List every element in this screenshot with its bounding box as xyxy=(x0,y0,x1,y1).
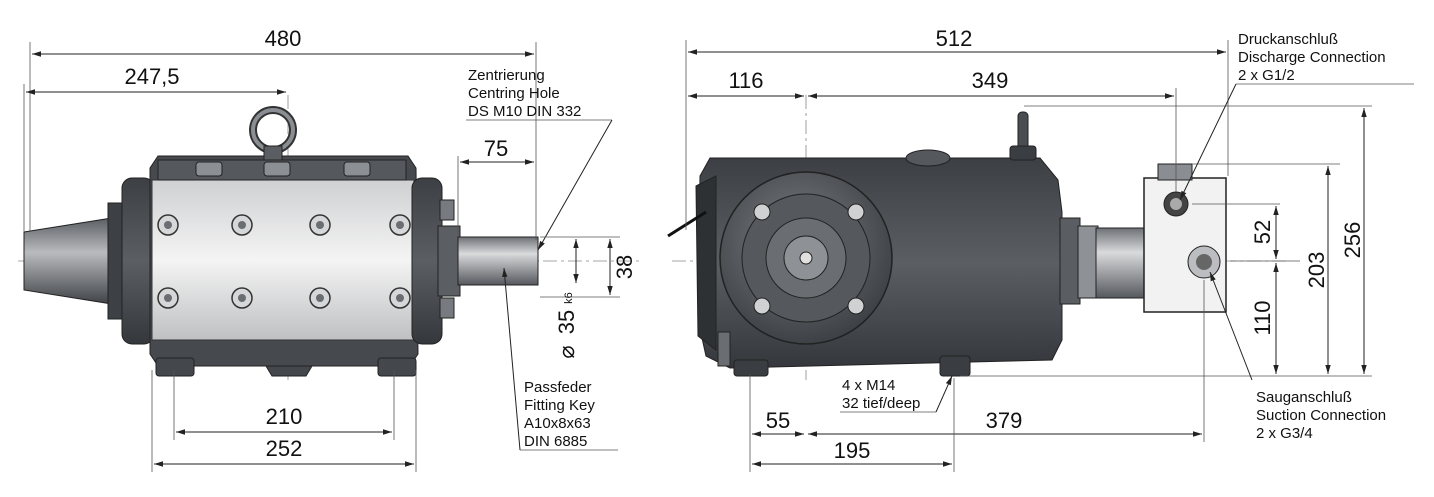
dim-195: 195 xyxy=(834,438,871,463)
breather-rod xyxy=(667,210,707,238)
right-bolts-top xyxy=(439,199,455,221)
top-bolts xyxy=(195,161,371,177)
gearbox-front-edge xyxy=(695,175,717,352)
diameter-symbol: ⌀ xyxy=(554,345,579,358)
head-flange xyxy=(1059,217,1081,305)
key-leader xyxy=(502,267,521,451)
centering-note-en: Centring Hole xyxy=(468,85,560,102)
dim-203: 203 xyxy=(1304,252,1329,289)
discharge-note-de: Druckanschluß xyxy=(1238,31,1338,48)
head-threaded-collar xyxy=(1077,225,1099,299)
dim-210: 210 xyxy=(266,404,303,429)
dim-512: 512 xyxy=(936,26,973,51)
discharge-note-en: Discharge Connection xyxy=(1238,49,1386,66)
centering-note-spec: DS M10 DIN 332 xyxy=(468,103,581,120)
dim-349: 349 xyxy=(972,68,1009,93)
front-view: 512 116 349 52 110 203 256 Druckanschluß… xyxy=(667,26,1414,472)
dim-52: 52 xyxy=(1250,220,1275,244)
dim-247-5: 247,5 xyxy=(124,64,179,89)
key-note-spec: A10x8x63 xyxy=(524,415,591,432)
dim-252: 252 xyxy=(266,436,303,461)
dim-256: 256 xyxy=(1340,222,1365,259)
suction-note-spec: 2 x G3/4 xyxy=(1256,425,1313,442)
key-note-de: Passfeder xyxy=(524,379,592,396)
drive-shaft xyxy=(457,236,539,286)
shaft-cone xyxy=(23,217,113,305)
dim-35-tolerance: k6 xyxy=(563,292,575,304)
side-feet xyxy=(155,357,417,377)
housing-panel xyxy=(151,179,415,341)
dim-379: 379 xyxy=(986,408,1023,433)
side-view: 480 247,5 75 Zentrierung Centring Hole D… xyxy=(18,26,640,472)
mounting-note-thread: 4 x M14 xyxy=(842,377,895,394)
right-bolts-bottom xyxy=(439,297,455,319)
front-eye-bolt xyxy=(1009,111,1037,161)
left-flange xyxy=(121,177,155,345)
mounting-leader xyxy=(935,375,953,413)
eye-bolt xyxy=(249,106,297,161)
dim-55: 55 xyxy=(766,408,790,433)
discharge-nut xyxy=(1157,163,1193,181)
discharge-leader xyxy=(1179,83,1237,201)
dim-116: 116 xyxy=(728,68,763,93)
mounting-note-depth: 32 tief/deep xyxy=(842,395,920,412)
suction-note-en: Suction Connection xyxy=(1256,407,1386,424)
key-note-standard: DIN 6885 xyxy=(524,433,587,450)
suction-leader xyxy=(1209,271,1253,381)
dim-110: 110 xyxy=(1250,300,1275,335)
bearing-cap xyxy=(437,225,461,297)
key-note-en: Fitting Key xyxy=(524,397,595,414)
centering-note-de: Zentrierung xyxy=(468,67,545,84)
front-flange-bolts xyxy=(753,203,865,315)
head-body xyxy=(1095,227,1145,299)
dim-480: 480 xyxy=(265,26,302,51)
dim-35: 35 xyxy=(554,310,579,334)
oil-cap xyxy=(905,149,951,167)
suction-note-de: Sauganschluß xyxy=(1256,389,1352,406)
dim-38: 38 xyxy=(612,255,637,279)
front-feet xyxy=(717,331,971,377)
discharge-note-spec: 2 x G1/2 xyxy=(1238,67,1295,84)
centering-leader xyxy=(537,119,613,251)
front-shaft-end xyxy=(799,251,813,265)
dim-75: 75 xyxy=(484,136,508,161)
